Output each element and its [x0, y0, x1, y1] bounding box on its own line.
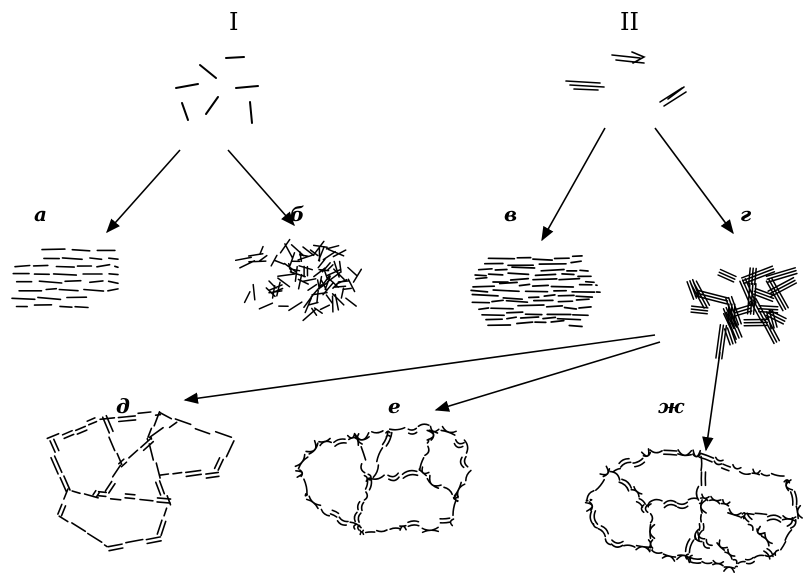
structure-label-d: д [116, 394, 130, 418]
structure-label-zh: ж [658, 394, 685, 418]
arrow-ii-to-g [655, 128, 733, 233]
structure-zh-dense-cell-network [586, 449, 803, 572]
group-i-source-rods [176, 57, 258, 123]
arrow-i-to-b [228, 150, 294, 225]
arrow-g-to-zh [706, 352, 720, 450]
group-label-ii: II [620, 8, 639, 36]
arrow-i-to-a [107, 150, 180, 232]
arrow-g-to-e [436, 342, 660, 410]
structure-label-v: в [504, 202, 517, 226]
structure-g-bundle-cluster [687, 266, 797, 359]
structure-b-random-network [236, 240, 362, 321]
structure-e-rounded-cell-network [295, 424, 471, 534]
arrow-g-to-d [185, 335, 655, 400]
structure-d-open-cell-network [47, 412, 234, 551]
group-ii-source-bundles [566, 52, 686, 106]
transition-arrows [107, 128, 733, 450]
structure-v-dense-parallel-bundles [471, 256, 600, 327]
structure-label-a: а [34, 202, 47, 226]
group-label-i: I [229, 8, 238, 36]
structure-label-e: е [388, 394, 401, 418]
structure-label-b: б [290, 202, 304, 226]
structure-label-g: г [740, 202, 752, 226]
arrow-ii-to-v [542, 128, 605, 240]
structure-a-parallel-rods [12, 249, 118, 307]
